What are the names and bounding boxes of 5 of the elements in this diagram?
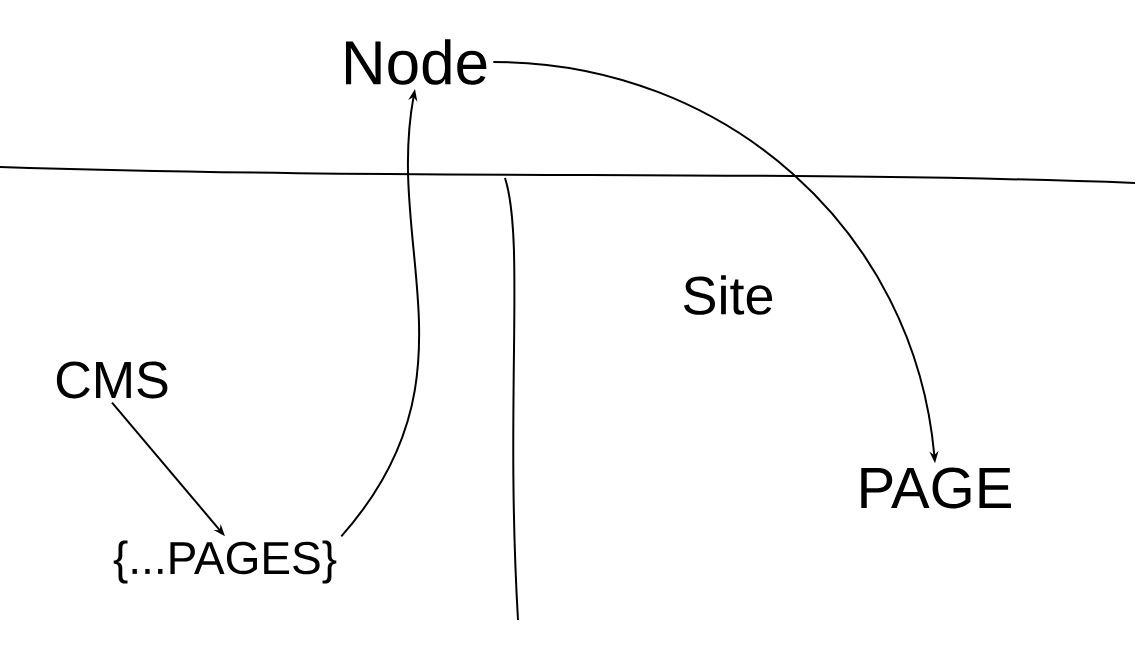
region-label: Site [683, 275, 773, 315]
handwritten-word: {...PAGES} [113, 540, 337, 584]
handwritten-word: Node [346, 39, 487, 85]
handwritten-word: PAGE [861, 467, 1011, 509]
handwritten-word: CMS [56, 361, 168, 399]
